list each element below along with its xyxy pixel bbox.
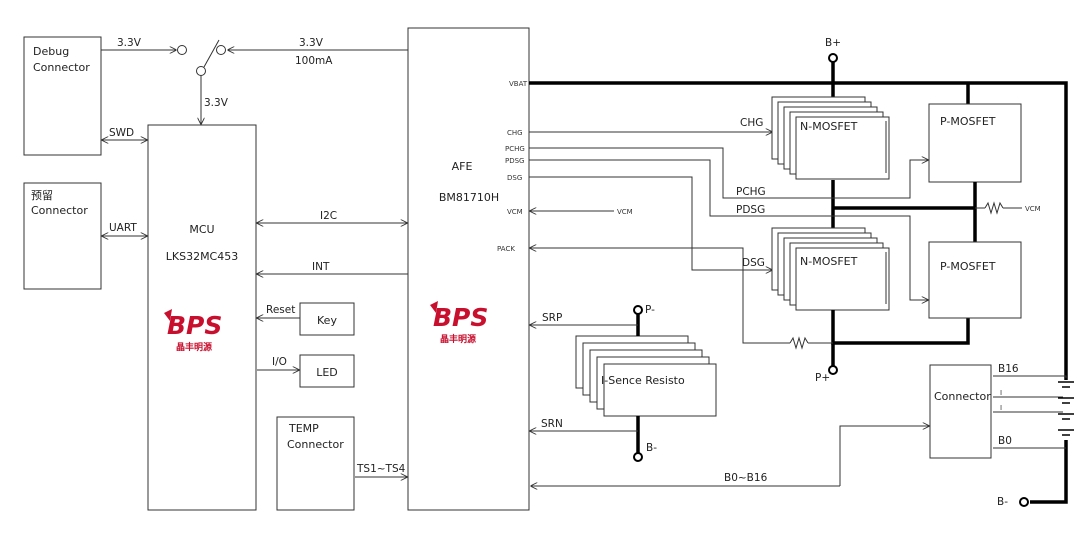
temp-connector-label-1: TEMP [288,422,319,435]
bps-logo-text: BPS [167,311,222,340]
afe-3v3-current-label: 100mA [295,55,333,67]
b0-b16-bus: B0~B16 [531,426,929,486]
b-minus-sense-terminal: B- [646,442,657,454]
reserved-connector-label-1: 预留 [31,189,53,202]
battery-cells [1058,380,1074,440]
srn-label: SRN [541,418,563,430]
vcm-net-label: VCM [617,208,633,216]
p-plus-terminal: P+ [815,372,830,384]
pdsg-signal: PDSG [529,159,928,300]
srp-label: SRP [542,312,562,324]
mcu-block: MCU LKS32MC453 BPS 晶丰明源 [147,124,257,511]
debug-connector-label-2: Connector [33,61,90,74]
pchg-signal: PCHG [529,147,928,199]
ts-label: TS1~TS4 [356,463,406,475]
bps-logo-text-afe: BPS [433,303,488,332]
b-plus-terminal: B+ [825,37,841,49]
pack-signal [530,248,833,350]
debug-connector-label-1: Debug [33,45,69,58]
vcm-signal: VCM [530,208,633,216]
dsg-signal: DSG [529,176,772,270]
bps-logo-afe: BPS 晶丰明源 [430,301,488,345]
key-label: Key [317,314,337,327]
cell-tap-marker-1: I [1000,389,1002,397]
cell-tap-marker-2: I [1000,404,1002,412]
nmosfet-bottom: N-MOSFET P+ [771,227,970,384]
mid-bus: VCM [833,201,1041,215]
afe-pin-dsg: DSG [507,174,522,182]
uart-label: UART [109,222,137,234]
int-link: INT [257,261,408,274]
bps-logo-mcu: BPS 晶丰明源 [164,309,222,353]
pmosfet-top-label: P-MOSFET [940,115,996,128]
led-label: LED [316,366,338,379]
chg-signal: CHG [529,117,772,132]
swd-label: SWD [109,127,134,139]
debug-connector-block: Debug Connector [23,36,102,156]
bps-logo-subtext-afe: 晶丰明源 [440,333,476,345]
sense-resistor-label: I-Sence Resisto [601,374,685,387]
bps-logo-subtext: 晶丰明源 [176,341,212,353]
pdsg-label: PDSG [736,204,765,216]
current-sense-resistor: I-Sence Resisto P- B- [575,304,717,462]
pchg-label: PCHG [736,186,766,198]
mcu-part-number: LKS32MC453 [166,250,239,263]
afe-pin-vbat: VBAT [509,80,528,88]
b0-b16-label: B0~B16 [724,472,768,484]
io-link: I/O [257,356,299,370]
afe-block: AFE BM81710H VBAT CHG PCHG PDSG DSG VCM … [407,27,530,511]
b-minus-terminal: B- [997,496,1008,508]
temp-connector-label-2: Connector [287,438,344,451]
nmosfet-top: N-MOSFET [771,96,890,228]
nmosfet-top-label: N-MOSFET [800,120,858,133]
pmosfet-bottom: P-MOSFET [928,241,1022,319]
mcu-3v3-label: 3.3V [204,97,229,109]
vcm-net-label-right: VCM [1025,205,1041,213]
afe-pin-pack: PACK [497,245,515,253]
swd-link: SWD [102,127,147,140]
nmosfet-bottom-label: N-MOSFET [800,255,858,268]
mcu-title: MCU [189,223,214,236]
reserved-connector-label-2: Connector [31,204,88,217]
i2c-link: I2C [257,210,407,223]
b16-label: B16 [998,363,1019,375]
ts-link: TS1~TS4 [355,463,407,477]
reserved-connector-block: 预留 Connector [23,182,102,290]
cell-connector-label: Connector [934,390,991,403]
io-label: I/O [272,356,287,368]
key-block: Key [299,302,355,336]
power-switch: 3.3V 3.3V 100mA 3.3V [101,37,408,124]
debug-3v3-label: 3.3V [117,37,142,49]
afe-3v3-label: 3.3V [299,37,324,49]
pmosfet-bottom-label: P-MOSFET [940,260,996,273]
chg-label: CHG [740,117,763,129]
led-block: LED [299,354,355,388]
pmosfet-top: P-MOSFET [928,103,1022,242]
p-minus-terminal: P- [645,304,655,316]
int-label: INT [312,261,330,273]
i2c-label: I2C [320,210,337,222]
temp-connector-block: TEMP Connector [276,416,355,511]
reset-label: Reset [266,304,295,316]
afe-title: AFE [452,160,473,173]
afe-pin-vcm: VCM [507,208,523,216]
reset-link: Reset [257,304,300,318]
srp-signal: SRP [530,312,638,325]
uart-link: UART [102,222,147,236]
cell-connector-block: Connector B16 B0 I I [929,363,1067,459]
afe-part-number: BM81710H [439,191,499,204]
srn-signal: SRN [530,418,638,431]
b0-label: B0 [998,435,1012,447]
afe-pin-pchg: PCHG [505,145,525,153]
vbat-bus: B+ B- [529,37,1068,508]
dsg-label: DSG [742,257,765,269]
afe-pin-chg: CHG [507,129,523,137]
afe-pin-pdsg: PDSG [505,157,524,165]
